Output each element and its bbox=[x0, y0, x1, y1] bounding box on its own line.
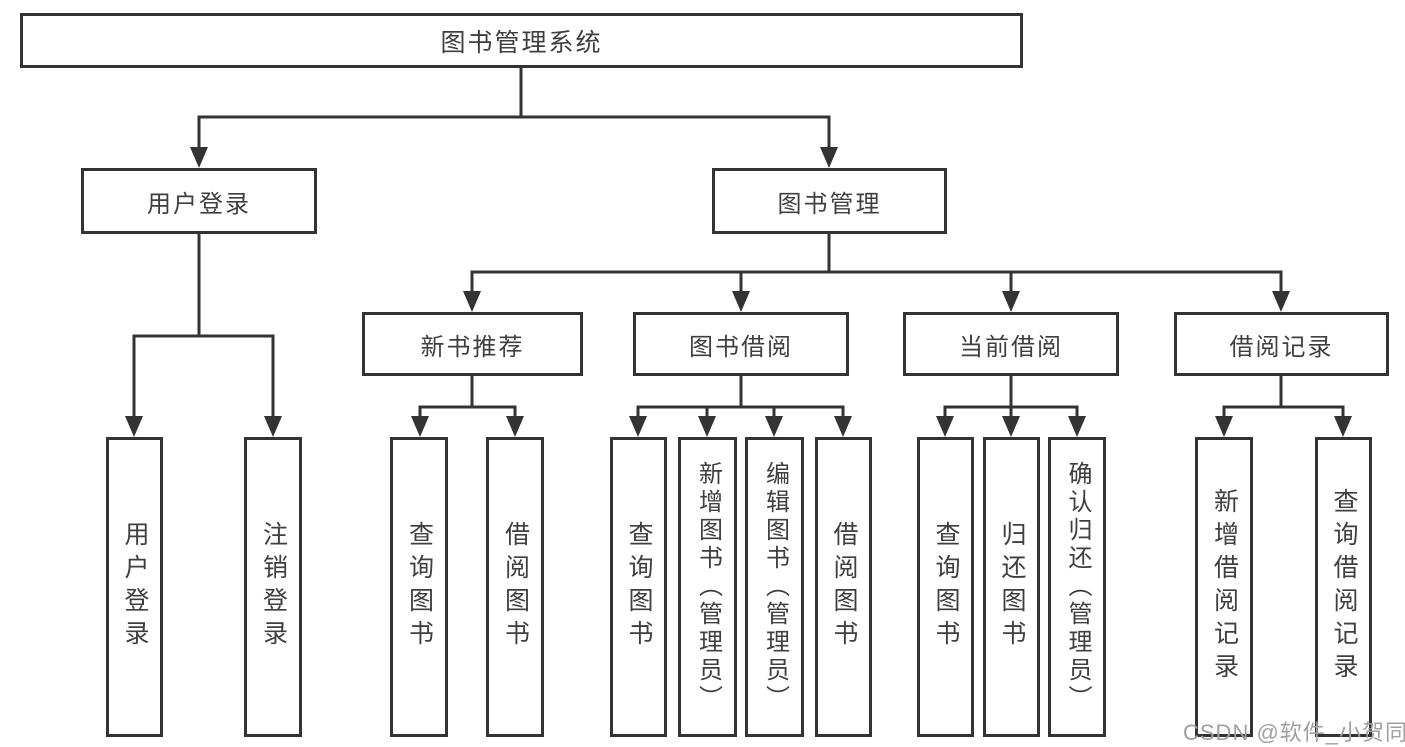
node-label: 确认归还（管理员） bbox=[1064, 461, 1091, 713]
leaf-query-books-2: 查询图书 bbox=[610, 437, 667, 737]
node-label: 查询图书 bbox=[625, 521, 653, 653]
node-label: 新书推荐 bbox=[420, 333, 525, 361]
csdn-watermark: CSDN @软件_小贺同学 bbox=[1183, 720, 1405, 745]
leaf-edit-book-admin: 编辑图书（管理员） bbox=[745, 437, 804, 737]
node-label: 归还图书 bbox=[998, 521, 1026, 653]
leaf-confirm-return-admin: 确认归还（管理员） bbox=[1048, 437, 1106, 737]
node-label: 新增借阅记录 bbox=[1210, 488, 1239, 686]
leaf-return-books: 归还图书 bbox=[983, 437, 1040, 737]
node-label: 查询借阅记录 bbox=[1330, 488, 1358, 686]
leaf-add-borrow-record: 新增借阅记录 bbox=[1195, 437, 1253, 737]
node-label: 编辑图书（管理员） bbox=[761, 461, 789, 713]
node-book-borrow: 图书借阅 bbox=[633, 312, 849, 376]
node-label: 查询图书 bbox=[932, 521, 960, 653]
node-book-management: 图书管理 bbox=[712, 168, 947, 234]
leaf-query-books-3: 查询图书 bbox=[917, 437, 974, 737]
arrowheads bbox=[125, 147, 1352, 437]
leaf-add-book-admin: 新增图书（管理员） bbox=[678, 437, 737, 737]
node-current-borrow: 当前借阅 bbox=[903, 312, 1119, 376]
leaf-user-login: 用户登录 bbox=[106, 437, 163, 737]
node-label: 注销登录 bbox=[259, 521, 288, 653]
node-label: 新增图书（管理员） bbox=[694, 461, 722, 713]
node-label: 借阅图书 bbox=[501, 521, 530, 653]
leaf-query-books-1: 查询图书 bbox=[390, 437, 448, 737]
node-label: 图书借阅 bbox=[689, 333, 793, 361]
node-label: 借阅图书 bbox=[830, 521, 858, 653]
node-label: 图书管理 bbox=[777, 190, 882, 218]
node-new-book-recommend: 新书推荐 bbox=[362, 312, 583, 376]
node-label: 用户登录 bbox=[121, 521, 149, 653]
node-borrow-records: 借阅记录 bbox=[1174, 312, 1389, 376]
node-label: 查询图书 bbox=[405, 521, 434, 653]
node-user-login: 用户登录 bbox=[81, 168, 317, 234]
leaf-borrow-books-1: 借阅图书 bbox=[486, 437, 544, 737]
leaf-borrow-books-2: 借阅图书 bbox=[815, 437, 872, 737]
tree-edges bbox=[132, 66, 1345, 422]
node-library-system: 图书管理系统 bbox=[20, 13, 1023, 68]
node-label: 用户登录 bbox=[147, 190, 251, 218]
leaf-query-borrow-record: 查询借阅记录 bbox=[1315, 437, 1372, 737]
node-label: 图书管理系统 bbox=[440, 28, 603, 57]
leaf-logout: 注销登录 bbox=[244, 437, 302, 737]
node-label: 借阅记录 bbox=[1229, 333, 1334, 361]
node-label: 当前借阅 bbox=[959, 333, 1063, 361]
